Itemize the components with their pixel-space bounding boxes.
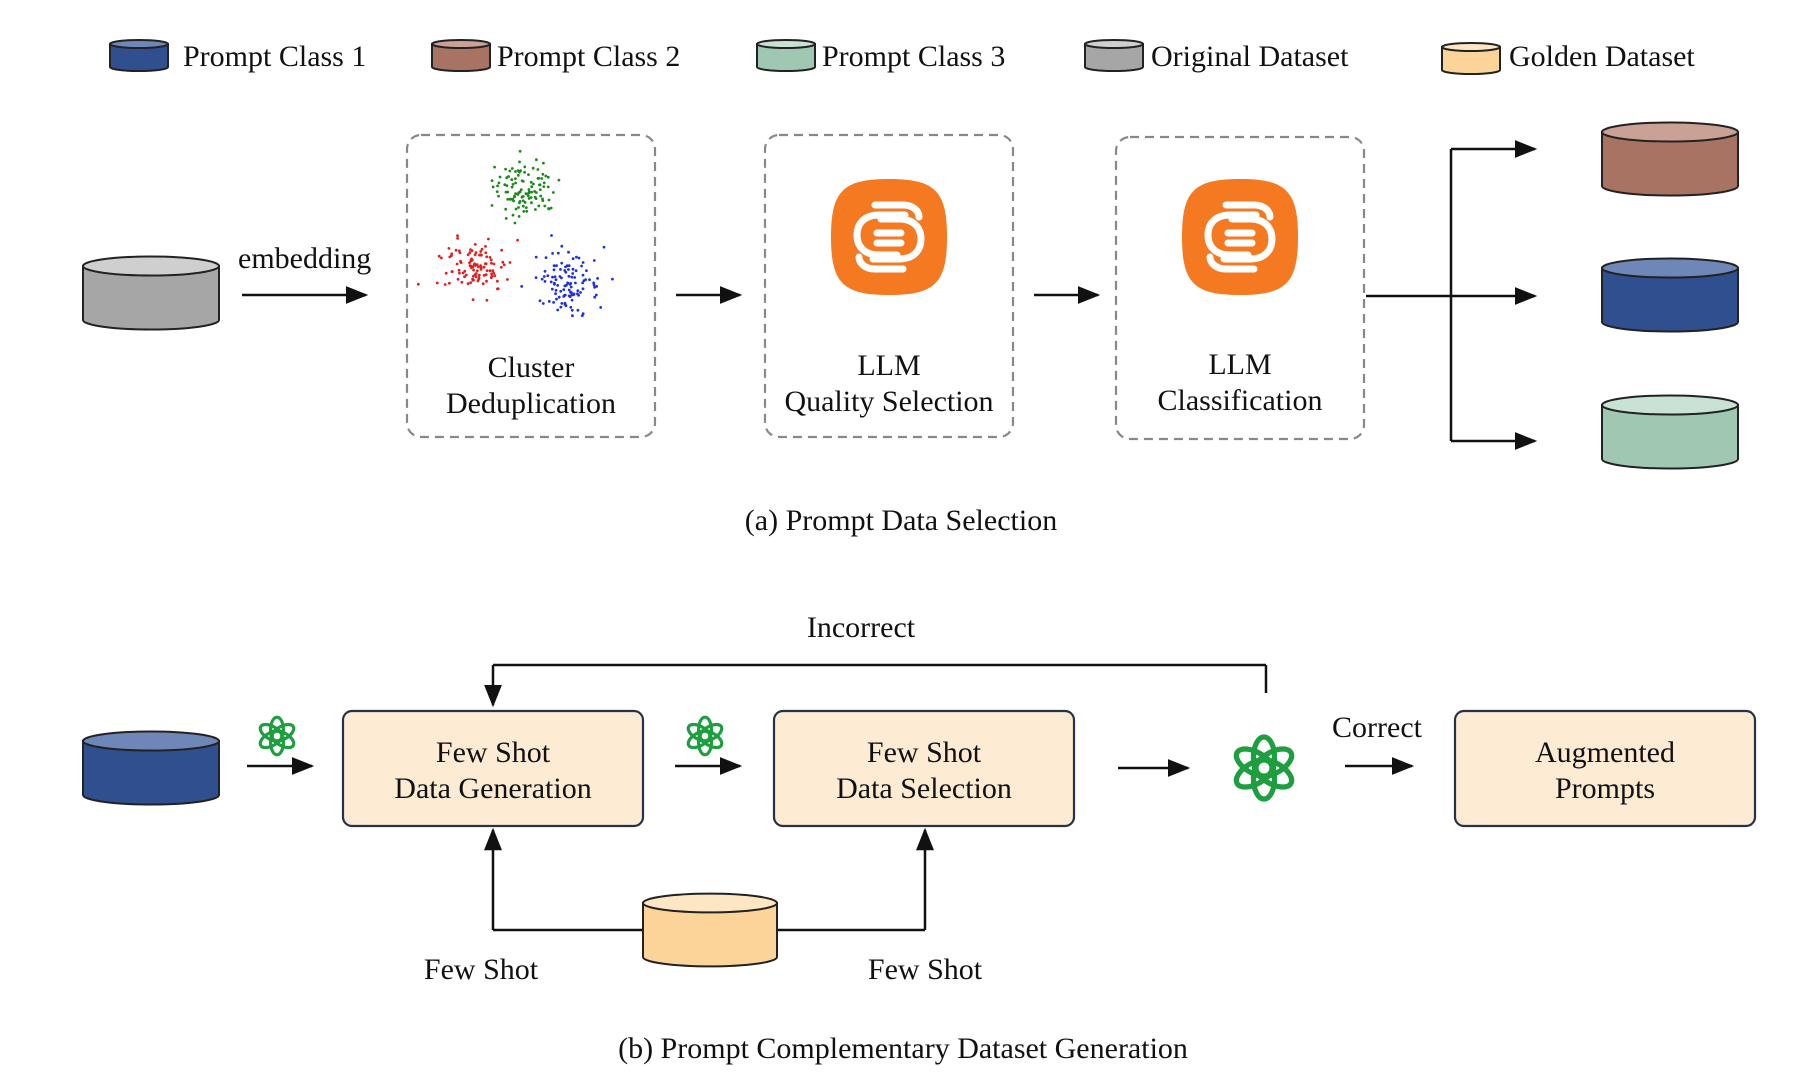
- augmented-prompts-box: [1453, 709, 1757, 828]
- legend-label-class3: Prompt Class 3: [822, 40, 1005, 73]
- legend-label-class1: Prompt Class 1: [183, 40, 366, 73]
- class2-output-cylinder: [1601, 121, 1739, 197]
- legend-swatch-class1: [109, 38, 169, 73]
- llm-logo-icon: [1182, 179, 1298, 295]
- classification-box-line2: Classification: [1158, 384, 1323, 417]
- part-b-caption: (b) Prompt Complementary Dataset Generat…: [618, 1032, 1188, 1065]
- legend-swatch-class3: [756, 38, 816, 73]
- openai-small-icon: [686, 715, 724, 757]
- embedding-label: embedding: [238, 242, 371, 275]
- legend-swatch-golden: [1441, 41, 1501, 76]
- incorrect-loop-arrow: [484, 663, 1268, 708]
- legend-item-golden: Golden Dataset: [1441, 40, 1695, 76]
- selection-box-line2: Data Selection: [836, 772, 1012, 805]
- generation-box-line1: Few Shot: [436, 736, 551, 769]
- legend: Prompt Class 1 Prompt Class 2 Prompt Cla…: [109, 38, 1695, 76]
- class3-output-cylinder: [1601, 394, 1739, 470]
- original-dataset-cylinder: [82, 255, 220, 331]
- correct-label: Correct: [1332, 711, 1423, 744]
- legend-label-class2: Prompt Class 2: [497, 40, 680, 73]
- quality-box-line2: Quality Selection: [784, 385, 993, 418]
- split-arrows: [1366, 140, 1538, 450]
- openai-judge-icon: [1233, 734, 1295, 802]
- generation-box-line2: Data Generation: [394, 772, 591, 805]
- part-a: embedding Cluster Deduplication LLM Qual…: [82, 121, 1739, 537]
- legend-item-original: Original Dataset: [1084, 38, 1349, 73]
- legend-swatch-original: [1084, 38, 1144, 73]
- legend-item-class2: Prompt Class 2: [431, 38, 680, 73]
- few-shot-selection-box: [772, 709, 1076, 828]
- llm-logo-icon: [831, 179, 947, 295]
- cluster-scatter: [416, 149, 614, 318]
- class1-source-cylinder: [82, 730, 220, 806]
- legend-label-original: Original Dataset: [1151, 40, 1349, 73]
- quality-selection-box: [763, 133, 1015, 439]
- classification-box-line1: LLM: [1208, 348, 1271, 381]
- cluster-box-line1: Cluster: [488, 351, 575, 384]
- few-shot-generation-box: [341, 709, 645, 828]
- openai-small-icon: [258, 715, 296, 757]
- cluster-box-line2: Deduplication: [446, 387, 616, 420]
- classification-box: [1114, 135, 1366, 441]
- golden-dataset-cylinder: [642, 892, 778, 968]
- few-shot-arrows: [484, 827, 934, 932]
- augmented-box-line1: Augmented: [1535, 736, 1675, 769]
- legend-item-class3: Prompt Class 3: [756, 38, 1005, 73]
- legend-item-class1: Prompt Class 1: [109, 38, 366, 73]
- legend-label-golden: Golden Dataset: [1509, 40, 1695, 73]
- part-b: Incorrect Few Shot Data Generation Few S…: [82, 611, 1757, 1065]
- class1-output-cylinder: [1601, 257, 1739, 333]
- part-a-caption: (a) Prompt Data Selection: [745, 504, 1057, 537]
- few-shot-left-label: Few Shot: [424, 953, 539, 986]
- cluster-dedup-box: [405, 133, 657, 439]
- incorrect-label: Incorrect: [807, 611, 916, 644]
- few-shot-right-label: Few Shot: [868, 953, 983, 986]
- quality-box-line1: LLM: [857, 349, 920, 382]
- augmented-box-line2: Prompts: [1555, 772, 1655, 805]
- selection-box-line1: Few Shot: [867, 736, 982, 769]
- legend-swatch-class2: [431, 38, 491, 73]
